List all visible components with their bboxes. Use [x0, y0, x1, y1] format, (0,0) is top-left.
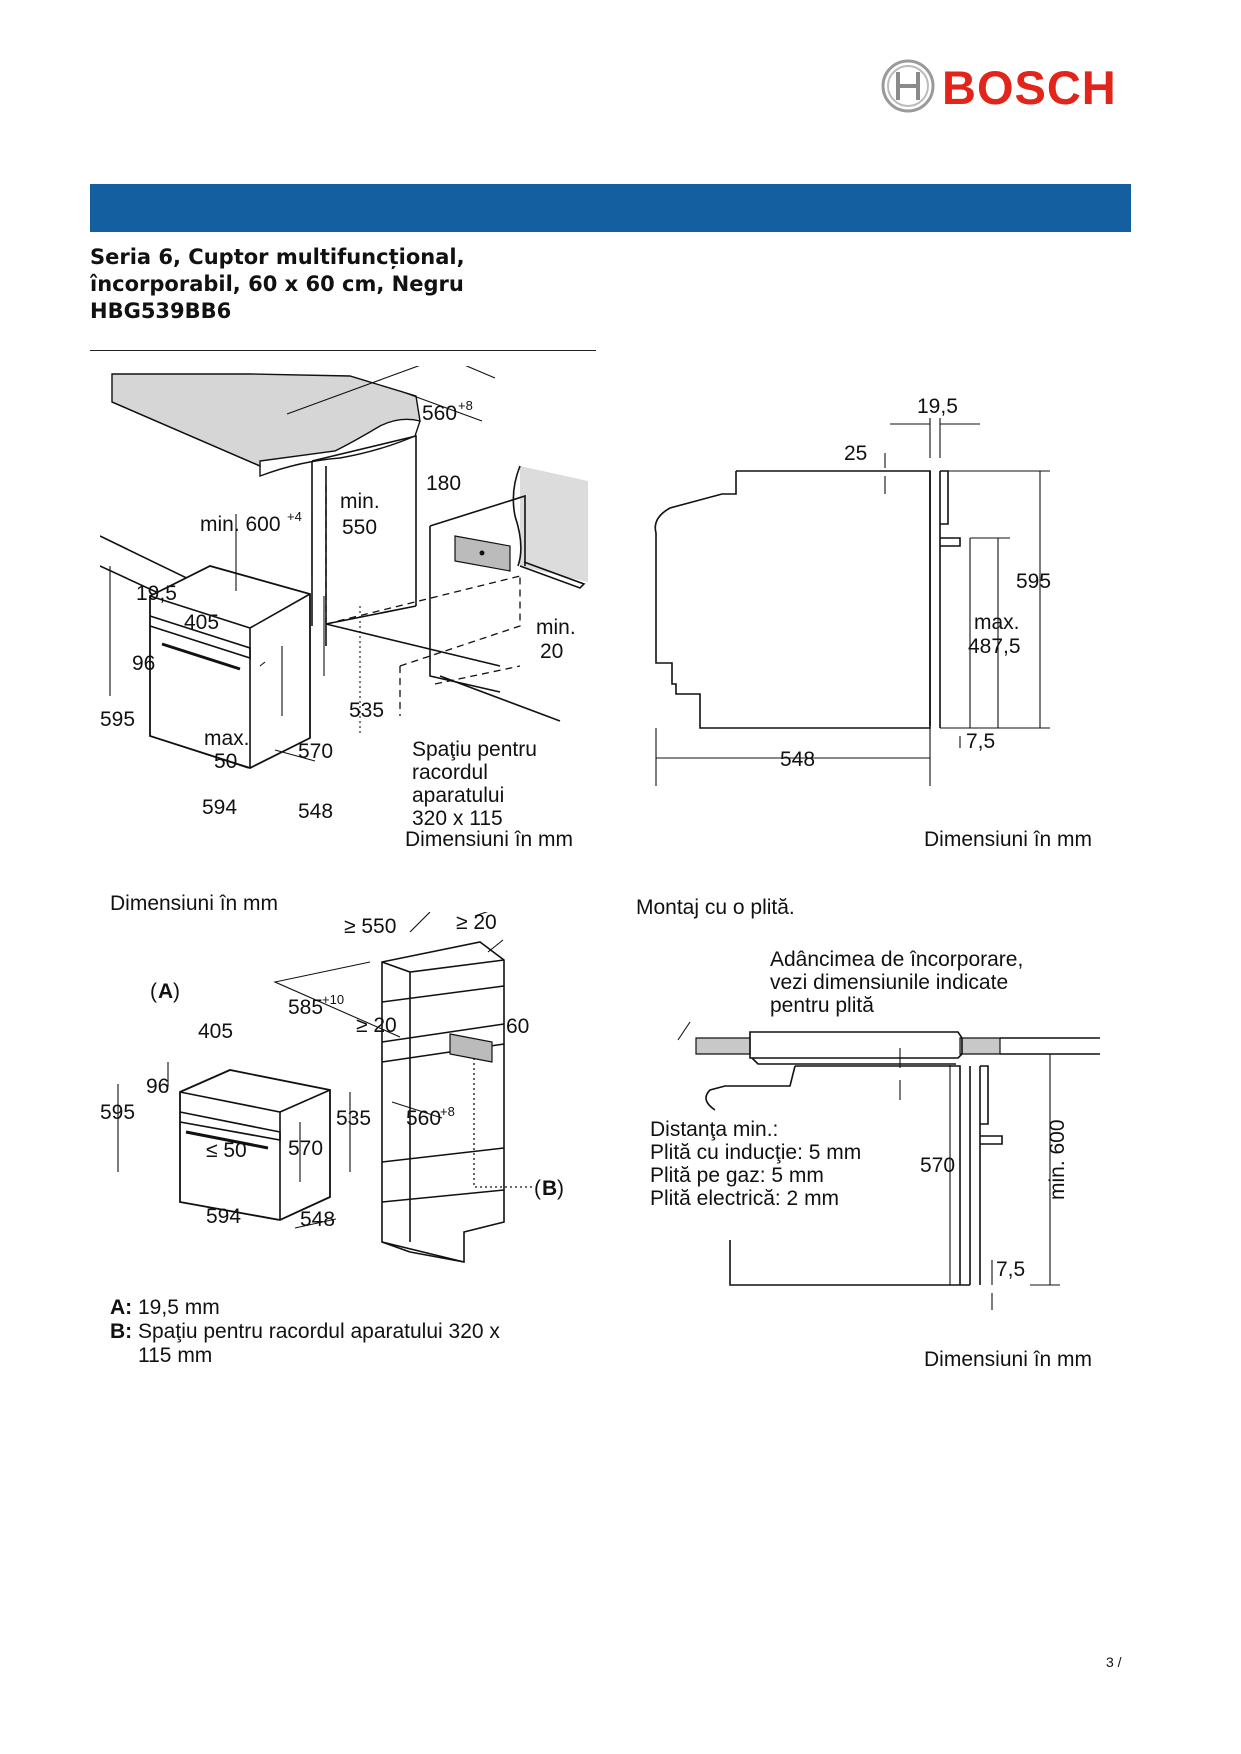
tc-dim-le50: ≤ 50	[206, 1139, 247, 1162]
tc-dim-96: 96	[146, 1075, 169, 1098]
legend-text-b-line2: 115 mm	[138, 1344, 213, 1367]
install-note-4: 320 x 115	[412, 807, 503, 830]
dim-96: 96	[132, 652, 155, 675]
hob-dim-7-5: 7,5	[996, 1258, 1025, 1281]
hob-mount-caption-top: Montaj cu o plită.	[636, 896, 795, 919]
install-note-3: aparatului	[412, 784, 504, 807]
legend-text-b: Spaţiu pentru racordul aparatului 320 x …	[138, 1320, 500, 1368]
hob-note-min-3: Plită pe gaz: 5 mm	[650, 1164, 824, 1187]
bosch-armature-logo-icon	[881, 59, 935, 113]
side-dim-595: 595	[1016, 570, 1051, 593]
tc-dim-570: 570	[288, 1137, 323, 1160]
side-view-drawing: 19,5 25 595 max. 487,5 7,5 548	[654, 398, 1051, 786]
legend-text-b-line1: Spaţiu pentru racordul aparatului 320 x	[138, 1320, 500, 1343]
title-divider	[90, 350, 596, 351]
legend-row-a: A: 19,5 mm	[110, 1296, 500, 1320]
tc-dim-560: 560	[406, 1107, 441, 1130]
tc-dim-595: 595	[100, 1101, 135, 1124]
hob-mount-drawing: Adâncimea de încorporare, vezi dimensiun…	[650, 948, 1100, 1310]
dim-560: 560	[422, 402, 457, 425]
tc-dim-594: 594	[206, 1205, 241, 1228]
product-title: Seria 6, Cuptor multifuncțional, încorpo…	[90, 244, 610, 325]
dim-max50-b: 50	[214, 750, 237, 773]
tc-label-a: A	[158, 980, 173, 1003]
side-dim-7-5: 7,5	[966, 730, 995, 753]
title-line-1: Seria 6, Cuptor multifuncțional,	[90, 245, 465, 269]
tc-label-b: B	[542, 1177, 557, 1200]
hob-note-top-2: vezi dimensiunile indicate	[770, 971, 1008, 994]
tall-cabinet-legend: A: 19,5 mm B: Spaţiu pentru racordul apa…	[110, 1296, 500, 1368]
side-dim-548: 548	[780, 748, 815, 771]
brand-name: BOSCH	[942, 61, 1117, 114]
dim-180: 180	[426, 472, 461, 495]
tc-paren-b-open: (	[534, 1177, 541, 1200]
side-dim-max487-a: max.	[974, 611, 1020, 634]
dim-min550-b: 550	[342, 516, 377, 539]
dim-max50-a: max.	[204, 727, 250, 750]
dim-min600: min. 600	[200, 513, 281, 536]
hob-note-min-4: Plită electrică: 2 mm	[650, 1187, 839, 1210]
tc-dim-405: 405	[198, 1020, 233, 1043]
tc-dim-ge20-top: ≥ 20	[456, 912, 497, 934]
legend-text-a: 19,5 mm	[138, 1296, 220, 1319]
tc-paren-b-close: )	[557, 1177, 564, 1200]
hob-dim-min600: min. 600	[1046, 1119, 1069, 1200]
dim-595: 595	[100, 708, 135, 731]
dim-min20-a: min.	[536, 616, 576, 639]
hob-mount-caption: Dimensiuni în mm	[924, 1348, 1093, 1371]
side-view-caption: Dimensiuni în mm	[924, 828, 1093, 851]
tc-dim-535: 535	[336, 1107, 371, 1130]
hob-note-min-1: Distanţa min.:	[650, 1118, 778, 1141]
dim-570: 570	[298, 740, 333, 763]
tc-dim-585-sup: +10	[322, 992, 344, 1007]
dim-560-sup: +8	[458, 398, 473, 413]
dim-19-5: 19,5	[136, 582, 177, 605]
title-line-2: încorporabil, 60 x 60 cm, Negru	[90, 272, 464, 296]
tc-dim-60: 60	[506, 1015, 529, 1038]
dim-min550-a: min.	[340, 490, 380, 513]
tc-dim-560-sup: +8	[440, 1104, 455, 1119]
hob-note-top-1: Adâncimea de încorporare,	[770, 948, 1023, 971]
tc-paren-a-open: (	[150, 980, 157, 1003]
install-note-1: Spaţiu pentru	[412, 738, 537, 761]
tc-dim-548: 548	[300, 1208, 335, 1231]
page-number: 3 /	[1106, 1654, 1122, 1670]
tc-dim-ge20-mid: ≥ 20	[356, 1014, 397, 1037]
tc-dim-ge550: ≥ 550	[344, 915, 396, 938]
legend-key-a: A:	[110, 1296, 133, 1319]
dim-594: 594	[202, 796, 237, 819]
side-dim-25: 25	[844, 442, 867, 465]
tall-cabinet-caption: Dimensiuni în mm	[110, 892, 279, 915]
side-dim-max487-b: 487,5	[968, 635, 1021, 658]
side-dim-19-5: 19,5	[917, 398, 958, 418]
brand-logo: BOSCH	[880, 58, 1130, 118]
legend-row-b: B: Spaţiu pentru racordul aparatului 320…	[110, 1320, 500, 1368]
hob-dim-570: 570	[920, 1154, 955, 1177]
dim-548: 548	[298, 800, 333, 823]
installation-drawing: 560 +8 min. 600 +4 min. 550 180 19,5 405…	[100, 366, 588, 830]
title-model: HBG539BB6	[90, 299, 232, 323]
tall-cabinet-drawing: ≥ 550 ≥ 20 ( A ) 585 +10 ≥ 20 60 405 96 …	[100, 912, 564, 1264]
dim-405: 405	[184, 611, 219, 634]
dim-min20-b: 20	[540, 640, 563, 663]
dim-min600-sup: +4	[287, 509, 302, 524]
hob-note-top-3: pentru plită	[770, 994, 874, 1017]
dim-535: 535	[349, 699, 384, 722]
tc-paren-a-close: )	[173, 980, 180, 1003]
hob-note-min-2: Plită cu inducţie: 5 mm	[650, 1141, 861, 1164]
tc-dim-585: 585	[288, 996, 323, 1019]
install-note-2: racordul	[412, 761, 488, 784]
installation-caption: Dimensiuni în mm	[405, 828, 574, 851]
legend-key-b: B:	[110, 1320, 133, 1343]
header-bar	[90, 184, 1131, 232]
